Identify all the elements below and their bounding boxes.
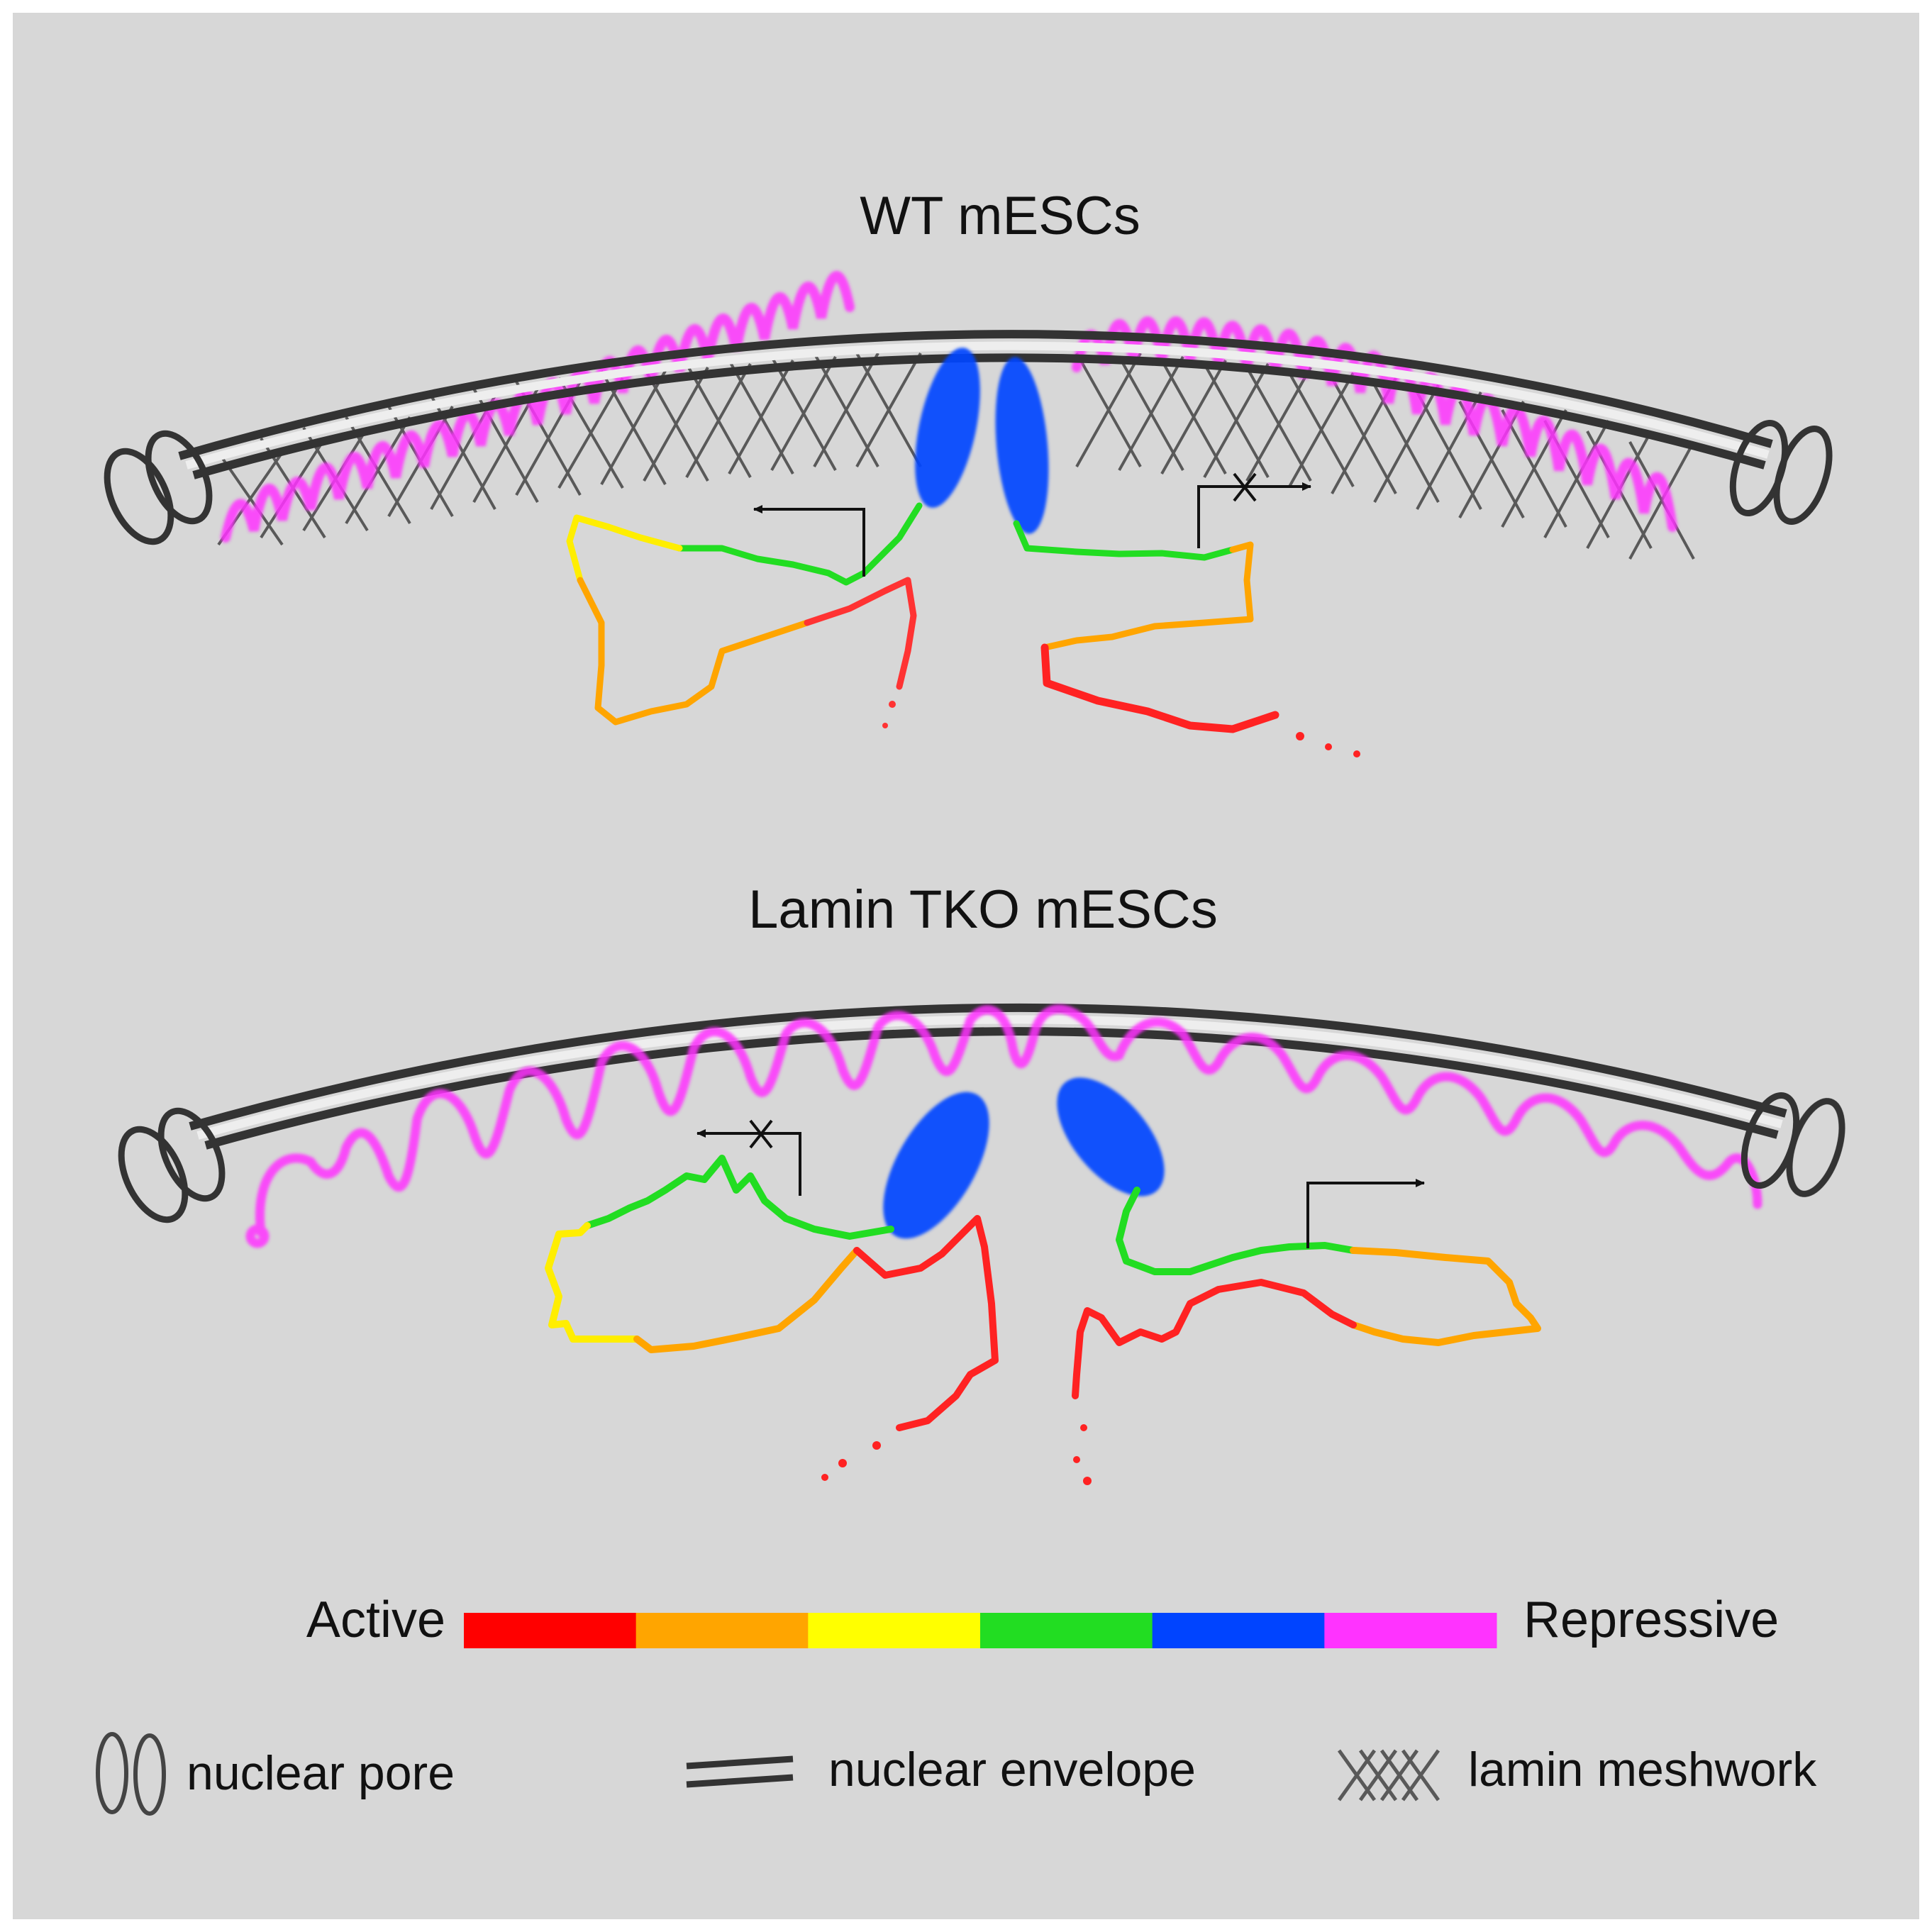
legend: nuclear pore nuclear envelope lamin mesh…	[96, 1732, 1817, 1816]
tko-nuclear-pore-left	[118, 1107, 226, 1223]
legend-lamin-meshwork-label: lamin meshwork	[1468, 1743, 1817, 1797]
wt-left-chromatin-fiber	[566, 502, 923, 728]
scale-swatch-1	[464, 1613, 637, 1648]
activity-color-scale: Active Repressive	[306, 1592, 1779, 1648]
scale-swatch-2	[635, 1613, 809, 1648]
diagram-svg: WT mESCs	[96, 186, 1845, 1816]
nuclear-pore-icon	[96, 1732, 166, 1816]
legend-nuclear-pore-label: nuclear pore	[187, 1746, 455, 1800]
scale-swatch-5	[1152, 1613, 1325, 1648]
scale-swatch-4	[980, 1613, 1153, 1648]
scale-swatch-3	[808, 1613, 981, 1648]
wt-transcription-arrow-active	[753, 505, 865, 577]
nuclear-envelope-icon	[686, 1755, 794, 1788]
figure-canvas: WT mESCs	[13, 13, 1919, 1919]
wt-transcription-arrow-blocked	[1197, 472, 1311, 548]
lamin-meshwork-icon	[1337, 1749, 1440, 1801]
scale-active-label: Active	[306, 1592, 445, 1648]
tko-lad-chromatin	[245, 1004, 1762, 1248]
wt-right-chromatin-fiber	[1013, 520, 1360, 757]
wt-heterochromatin-blobs	[915, 348, 1049, 534]
scale-swatches	[464, 1613, 1497, 1648]
scale-repressive-label: Repressive	[1523, 1592, 1779, 1648]
tko-left-chromatin-fiber	[545, 1155, 999, 1481]
tko-transcription-arrow-blocked	[696, 1119, 801, 1196]
tko-nuclear-pore-right	[1741, 1092, 1845, 1197]
tko-panel: Lamin TKO mESCs	[118, 879, 1845, 1485]
wt-panel: WT mESCs	[104, 186, 1833, 757]
wt-nuclear-envelope	[178, 330, 1773, 479]
tko-right-chromatin-fiber	[1072, 1187, 1541, 1485]
scale-swatch-6	[1324, 1613, 1497, 1648]
tko-heterochromatin-blobs	[883, 1077, 1165, 1239]
tko-title: Lamin TKO mESCs	[748, 879, 1218, 940]
wt-nuclear-pore-left	[104, 430, 213, 545]
legend-nuclear-envelope-label: nuclear envelope	[828, 1743, 1196, 1797]
wt-title: WT mESCs	[860, 186, 1140, 246]
wt-nuclear-pore-right	[1729, 419, 1833, 525]
wt-lamin-meshwork	[217, 352, 1695, 560]
tko-transcription-arrow-active	[1306, 1179, 1425, 1248]
